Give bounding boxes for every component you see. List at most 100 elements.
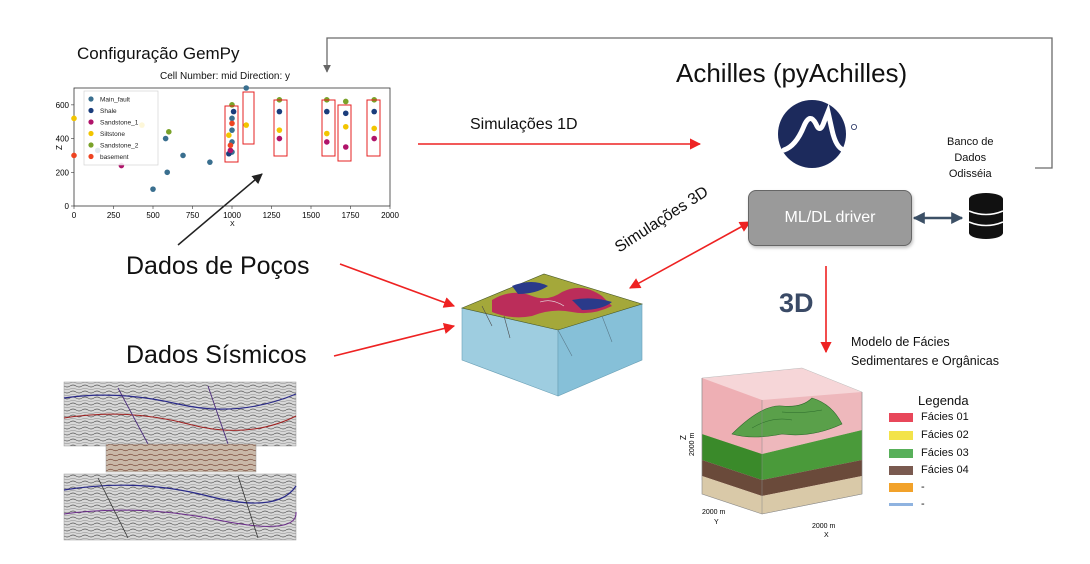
scatter-point [371,135,378,142]
legend-series-label: basement [100,154,129,161]
scatter-point [342,110,349,117]
x-tick-label: 1000 [223,211,241,220]
3d-badge: 3D [779,288,814,318]
legend-marker [88,130,94,137]
achilles-title: Achilles (pyAchilles) [676,58,908,88]
database-label-line1: Banco de [947,136,994,148]
legend-series-label: Shale [100,108,117,115]
model-y-scale: 2000 m [702,509,726,516]
scatter-point [276,135,283,142]
scatter-point [229,127,235,133]
scatter-point [342,123,349,130]
ml-dl-driver-box: ML/DL driver [748,190,912,246]
scatter-point [276,127,283,133]
scatter-point [324,139,330,145]
scatter-point [150,186,156,192]
model-z-axis: Z [679,435,688,440]
seismic-arrow [333,323,456,357]
wells-to-plot-arrow [177,173,263,246]
scatter-point [371,125,378,132]
legend-item: Fácies 03 [889,446,969,460]
achilles-logo [778,100,858,168]
scatter-point [207,159,213,165]
legend-series-label: Sandstone_1 [100,120,139,127]
legend-marker [88,153,94,160]
scatter-point [164,169,171,176]
scatter-point [227,142,234,149]
legend-series-label: Main_fault [100,97,130,104]
model-z-scale: 2000 m [689,432,696,456]
database-label: Banco de Dados Odisséia [947,134,993,182]
scatter-point [371,108,378,115]
database-label-line2: Dados [954,152,987,164]
x-tick-label: 0 [72,211,77,220]
plot-title: Cell Number: mid Direction: y [160,71,291,82]
x-tick-label: 250 [107,211,121,220]
legend-label: - [921,498,925,510]
facies-model-title-line2: Sedimentares e Orgânicas [851,354,999,368]
scatter-point [229,120,235,127]
legend-label: Fácies 03 [921,447,969,459]
scatter-point [162,135,169,142]
plot-legend [83,90,159,166]
scatter-point [71,115,77,122]
database-icon [968,193,1004,239]
gempy-title: Configuração GemPy [77,44,240,63]
scatter-point [342,144,349,150]
scatter-point [227,147,234,154]
seismic-data-label: Dados Sísmicos [126,341,307,369]
legend-swatch [889,482,913,492]
scatter-point [226,132,232,138]
scatter-point [166,129,172,135]
legend-marker [88,96,94,102]
database-label-line3: Odisséia [948,168,992,180]
legend-label: Fácies 04 [921,464,969,476]
legend-label: Fácies 01 [921,411,969,423]
legend-swatch [889,465,913,475]
legend-series-label: Siltstone [100,131,125,138]
legend-item: Fácies 02 [889,428,969,442]
scatter-point [180,152,186,159]
scatter-point [342,98,349,105]
y-tick-label: 0 [65,202,70,211]
sim1d-label: Simulações 1D [470,116,578,133]
x-tick-label: 1500 [302,211,320,220]
x-tick-label: 2000 [381,211,399,220]
wells-arrow [339,263,456,308]
scatter-point [324,108,330,115]
scatter-point [243,85,250,91]
facies-legend-title: Legenda [918,393,969,408]
legend-swatch [889,502,913,506]
legend-swatch [889,448,913,458]
plot-z-label: Z [55,145,64,150]
scatter-point [276,108,283,115]
y-tick-label: 600 [56,101,70,110]
legend-marker [88,107,94,114]
scatter-point [324,130,330,137]
feedback-arrow [323,37,1053,169]
y-tick-label: 200 [56,168,70,177]
scatter-point [229,102,235,108]
model-x-scale: 2000 m [812,523,836,530]
facies-model-title: Modelo de Fácies Sedimentares e Orgânica… [851,333,999,371]
scatter-point [230,108,237,115]
y-tick-label: 400 [56,135,70,144]
facies-model-title-line1: Modelo de Fácies [851,335,950,349]
legend-item: - [889,480,925,494]
x-tick-label: 1750 [342,211,360,220]
well-highlight-boxes [224,91,381,163]
seismic-sections-image [63,381,297,541]
x-tick-label: 500 [146,211,160,220]
facies-3d-model: Z 2000 m 2000 m Y 2000 m X [679,367,863,539]
plot-x-label: X [230,221,235,228]
legend-item: Fácies 04 [889,463,969,477]
scatter-point [229,115,235,122]
legend-swatch [889,430,913,440]
wells-data-label: Dados de Poços [126,252,310,280]
legend-marker [88,142,94,148]
geological-3d-block [461,273,644,397]
model-x-axis: X [824,532,829,539]
x-tick-label: 1250 [263,211,281,220]
